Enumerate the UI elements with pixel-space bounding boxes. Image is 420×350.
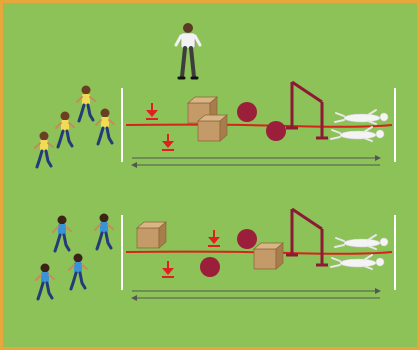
ball-icon: [266, 121, 286, 141]
ball-icon: [200, 257, 220, 277]
cardboard-box-icon: [254, 243, 283, 269]
cardboard-box-icon: [137, 222, 166, 248]
ball-icon: [237, 229, 257, 249]
grass-field: [3, 3, 417, 347]
cardboard-box-icon: [198, 115, 227, 141]
ball-icon: [237, 102, 257, 122]
